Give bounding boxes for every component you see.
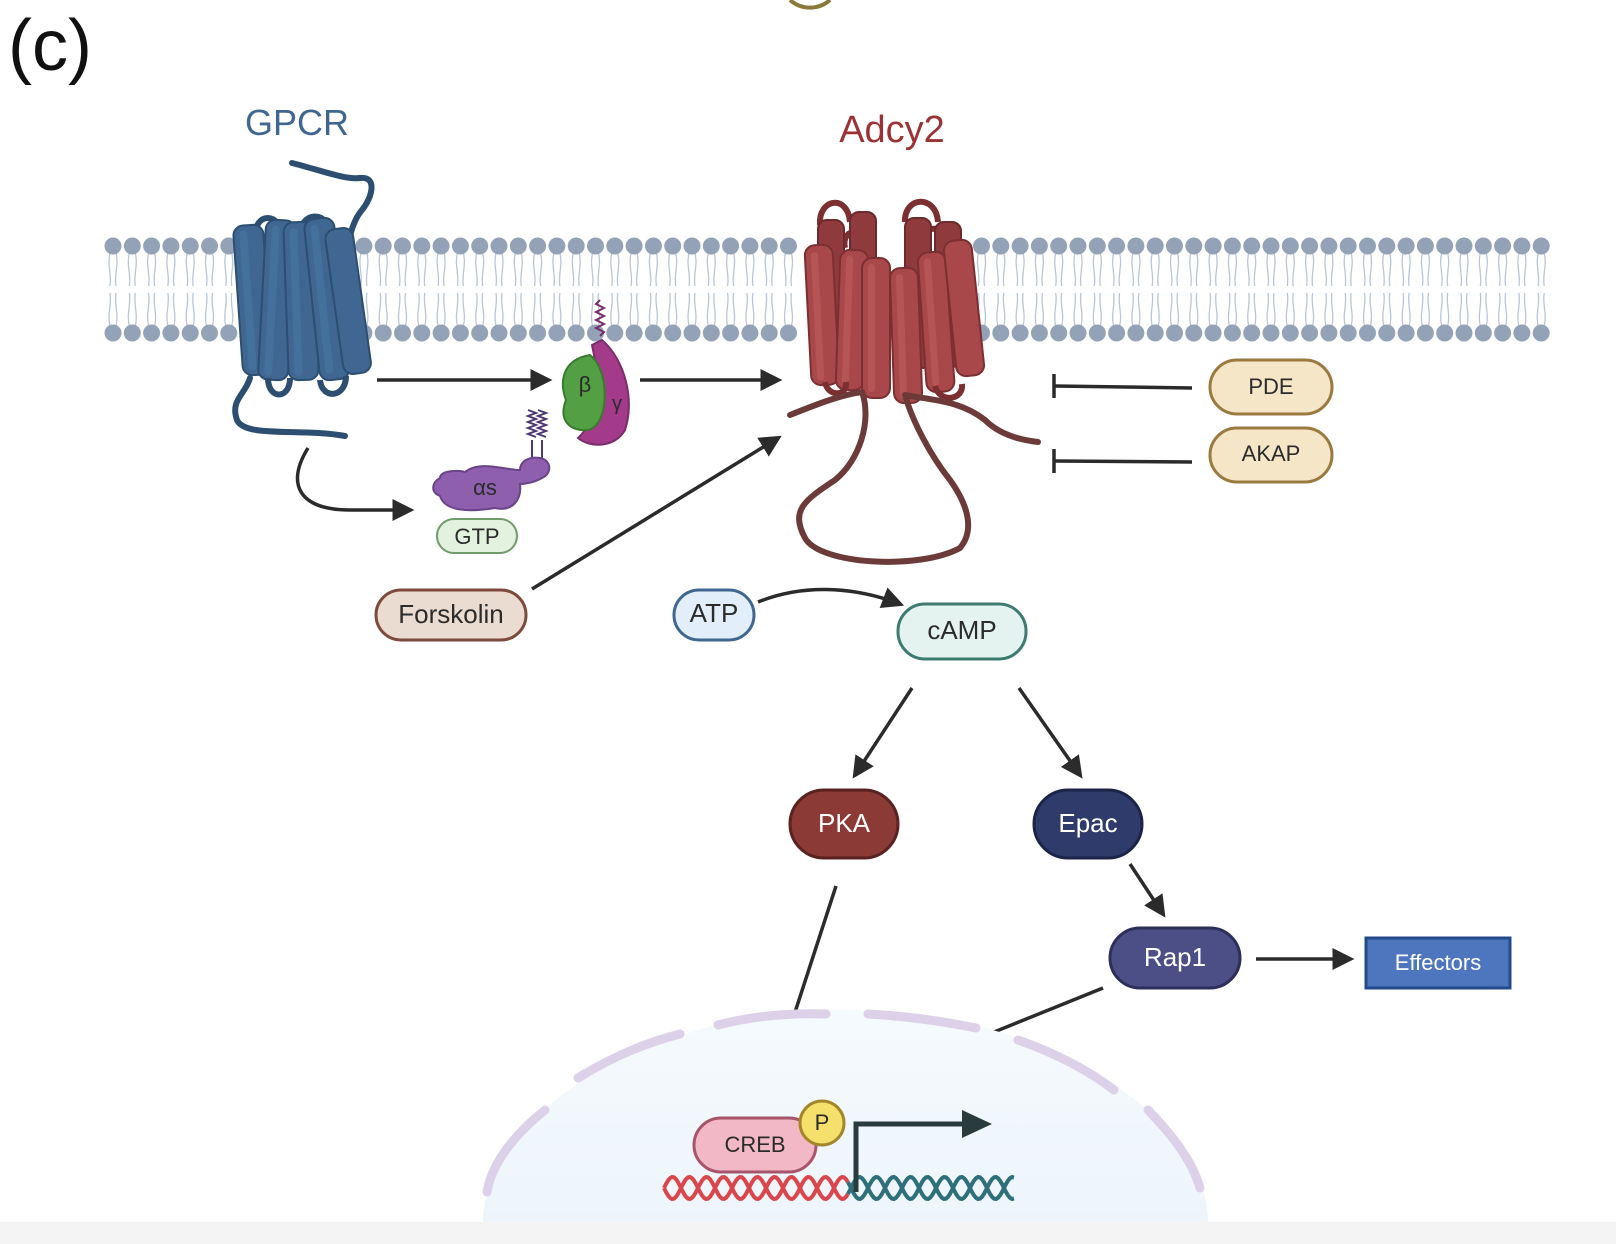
nucleus: [482, 1009, 1208, 1222]
pde-pill: PDE: [1208, 358, 1334, 416]
arrow-camp-to-pka: [852, 687, 914, 779]
pka-pill: PKA: [788, 788, 900, 860]
inhibition-lines: [1052, 374, 1193, 473]
arrows: [295, 369, 1355, 1085]
svg-text:P: P: [815, 1110, 830, 1135]
svg-text:Rap1: Rap1: [1144, 942, 1206, 972]
svg-text:AKAP: AKAP: [1242, 441, 1301, 466]
phospho-badge: P: [798, 1099, 846, 1147]
svg-text:Epac: Epac: [1058, 808, 1117, 838]
panel-label: (c): [8, 6, 92, 86]
adcy2-label: Adcy2: [839, 109, 945, 151]
g-alpha-s-icon: αs GTP: [432, 409, 551, 554]
beta-label: β: [579, 372, 592, 397]
svg-text:PKA: PKA: [818, 808, 871, 838]
arrow-forskolin-to-adcy2: [531, 435, 782, 591]
g-beta-gamma-icon: β γ: [561, 299, 630, 446]
svg-text:CREB: CREB: [724, 1132, 785, 1157]
gpcr-label: GPCR: [245, 102, 349, 143]
effectors-box: Effectors: [1364, 936, 1512, 990]
svg-text:ATP: ATP: [690, 598, 739, 628]
cell-membrane: [104, 237, 1550, 342]
image-bottom-bar: [0, 1222, 1616, 1244]
rap1-pill: Rap1: [1108, 926, 1242, 990]
akap-pill: AKAP: [1208, 426, 1334, 484]
gtp-label: GTP: [454, 524, 499, 549]
arrow-gpcr-to-galpha: [295, 447, 415, 521]
gamma-label: γ: [612, 393, 622, 415]
svg-text:Effectors: Effectors: [1395, 950, 1481, 975]
inhibit-akap: [1053, 459, 1193, 464]
forskolin-pill: Forskolin: [374, 588, 528, 642]
top-clipped-shape: [788, 0, 832, 10]
dna-helix: [662, 1174, 1015, 1202]
atp-pill: ATP: [672, 588, 756, 642]
gtp-pill: [436, 518, 518, 554]
alpha-s-label: αs: [473, 475, 497, 500]
arrow-atp-to-camp: [757, 587, 905, 609]
camp-pill: cAMP: [896, 602, 1028, 661]
svg-text:cAMP: cAMP: [927, 615, 996, 645]
arrow-epac-to-rap1: [1128, 863, 1166, 918]
gpcr-receptor-icon: [232, 160, 375, 439]
svg-text:PDE: PDE: [1248, 374, 1293, 399]
creb-pill: CREB: [692, 1116, 818, 1174]
transcription-arrow: [853, 1110, 992, 1192]
svg-text:Forskolin: Forskolin: [398, 599, 503, 629]
epac-pill: Epac: [1032, 788, 1144, 860]
arrow-camp-to-epac: [1017, 686, 1083, 779]
adcy2-enzyme-icon: [787, 198, 1041, 565]
inhibit-pde: [1053, 384, 1193, 390]
